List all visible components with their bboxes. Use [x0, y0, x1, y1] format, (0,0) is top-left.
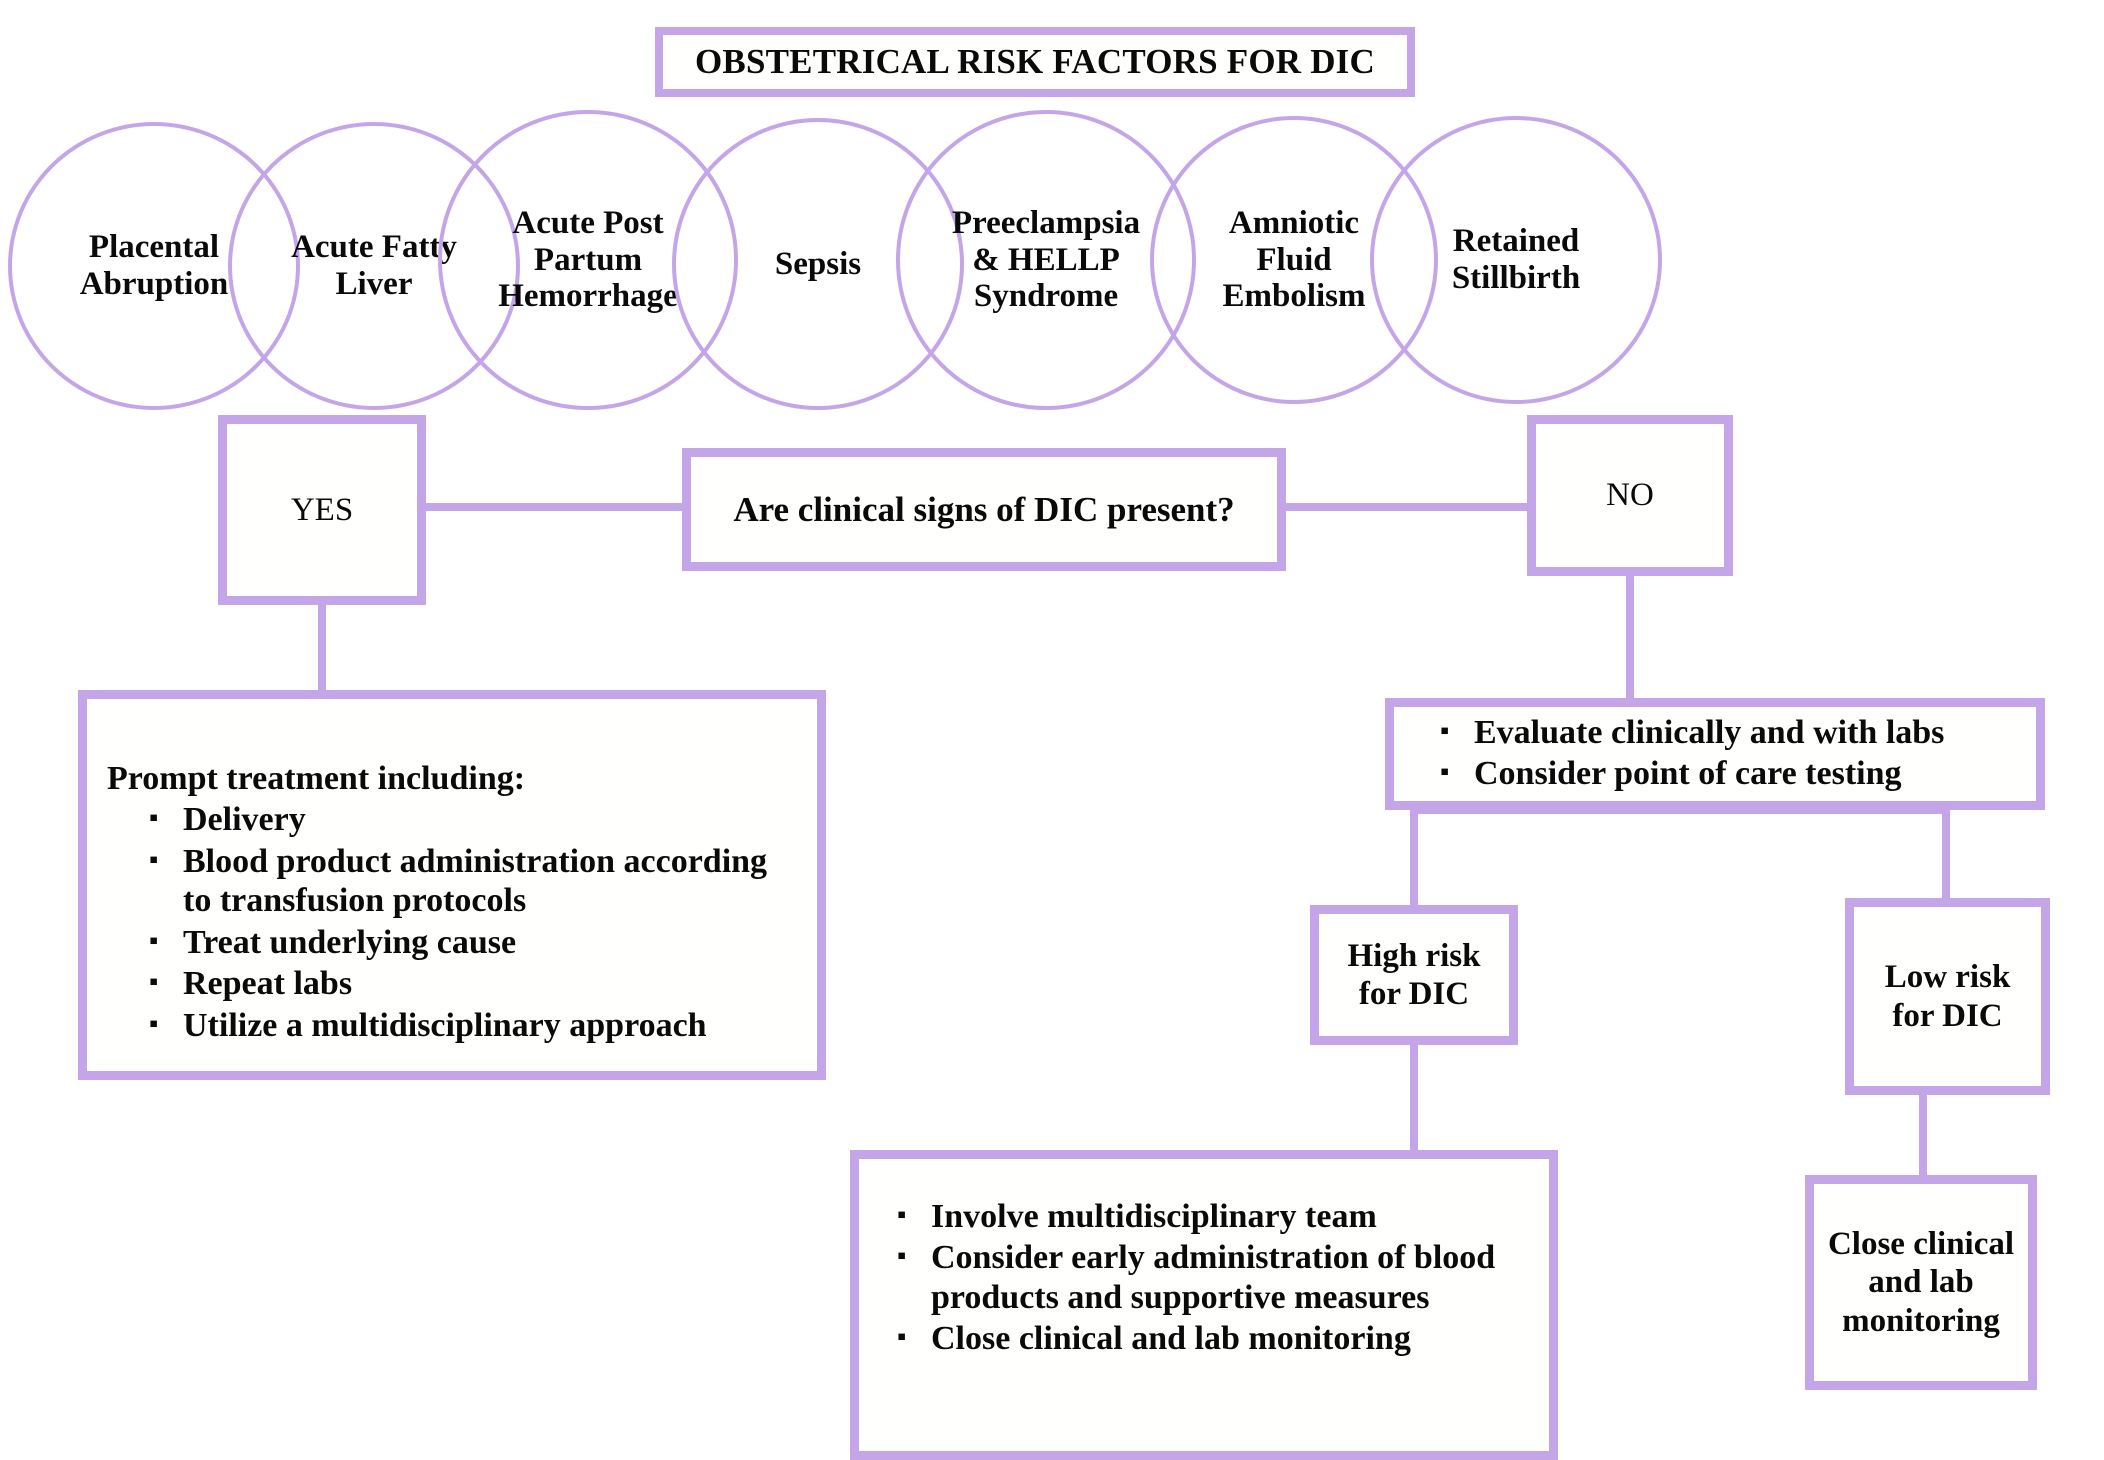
diagram-title-box: OBSTETRICAL RISK FACTORS FOR DIC: [655, 27, 1415, 97]
connector-low-risk-down: [1919, 1090, 1927, 1180]
connector-yes-down: [318, 600, 326, 695]
high-risk-actions-box: ▪ Involve multidisciplinary team ▪ Consi…: [850, 1150, 1558, 1460]
prompt-treatment-box: Prompt treatment including: ▪ Delivery ▪…: [78, 690, 826, 1080]
risk-factor-label: Preeclampsia & HELLP Syndrome: [951, 204, 1141, 315]
high-risk-label: High risk for DIC: [1347, 937, 1481, 1012]
risk-factor-circle-preeclampsia-hellp-syndrome: Preeclampsia & HELLP Syndrome: [896, 110, 1196, 410]
low-risk-label: Low risk for DIC: [1884, 959, 2011, 1034]
bullet-icon: ▪: [149, 925, 159, 955]
bullet-icon: ▪: [149, 803, 159, 833]
bullet-icon: ▪: [897, 1322, 907, 1352]
connector-evaluate-to-high-risk: [1410, 806, 1418, 908]
evaluate-box: ▪ Evaluate clinically and with labs ▪ Co…: [1385, 698, 2045, 810]
prompt-treatment-list: ▪ Delivery ▪ Blood product administratio…: [149, 800, 799, 1045]
risk-factor-label: Acute Post Partum Hemorrhage: [498, 204, 678, 315]
list-item: ▪ Consider point of care testing: [1440, 754, 1944, 793]
connector-question-to-no: [1282, 503, 1532, 511]
close-monitoring-label: Close clinical and lab monitoring: [1827, 1226, 2015, 1339]
bullet-icon: ▪: [897, 1200, 907, 1229]
list-item: ▪ Treat underlying cause: [149, 923, 799, 962]
decision-no-label: NO: [1606, 477, 1654, 513]
risk-factor-label: Sepsis: [774, 245, 862, 282]
connector-evaluate-split-bar: [1410, 806, 1950, 814]
decision-question-box[interactable]: Are clinical signs of DIC present?: [682, 448, 1286, 571]
risk-factor-label: Amniotic Fluid Embolism: [1222, 204, 1366, 315]
list-item: ▪ Involve multidisciplinary team: [897, 1197, 1539, 1236]
risk-factor-label: Retained Stillbirth: [1451, 223, 1581, 296]
high-risk-box: High risk for DIC: [1310, 905, 1518, 1045]
connector-yes-to-question: [420, 503, 688, 511]
high-risk-actions-list: ▪ Involve multidisciplinary team ▪ Consi…: [897, 1197, 1539, 1361]
list-item: ▪ Close clinical and lab monitoring: [897, 1319, 1539, 1358]
list-item: ▪ Utilize a multidisciplinary approach: [149, 1006, 799, 1045]
list-item-label: Utilize a multidisciplinary approach: [183, 1006, 707, 1044]
close-monitoring-box: Close clinical and lab monitoring: [1805, 1175, 2037, 1390]
list-item: ▪ Consider early administration of blood…: [897, 1238, 1539, 1317]
connector-no-down: [1626, 570, 1634, 703]
list-item-label: Consider early administration of blood p…: [931, 1239, 1496, 1316]
decision-question-label: Are clinical signs of DIC present?: [733, 489, 1235, 529]
evaluate-list: ▪ Evaluate clinically and with labs ▪ Co…: [1440, 713, 1944, 796]
list-item-label: Treat underlying cause: [183, 923, 517, 961]
low-risk-box: Low risk for DIC: [1845, 898, 2050, 1095]
list-item: ▪ Evaluate clinically and with labs: [1440, 713, 1944, 752]
list-item: ▪ Repeat labs: [149, 964, 799, 1003]
list-item-label: Repeat labs: [183, 965, 353, 1003]
connector-evaluate-to-low-risk: [1942, 806, 1950, 902]
bullet-icon: ▪: [897, 1241, 907, 1271]
decision-yes-label: YES: [290, 491, 354, 528]
bullet-icon: ▪: [149, 844, 159, 874]
bullet-icon: ▪: [1440, 757, 1450, 786]
list-item: ▪ Blood product administration according…: [149, 842, 799, 921]
prompt-treatment-lead: Prompt treatment including:: [107, 760, 526, 797]
page-title: OBSTETRICAL RISK FACTORS FOR DIC: [695, 42, 1375, 81]
list-item-label: Involve multidisciplinary team: [931, 1198, 1377, 1235]
list-item-label: Close clinical and lab monitoring: [931, 1320, 1411, 1358]
bullet-icon: ▪: [149, 1008, 159, 1038]
bullet-icon: ▪: [149, 967, 159, 997]
risk-factor-label: Acute Fatty Liver: [291, 229, 457, 302]
risk-factor-label: Placental Abruption: [79, 229, 229, 302]
decision-yes-box[interactable]: YES: [218, 415, 426, 605]
bullet-icon: ▪: [1440, 715, 1450, 745]
list-item: ▪ Delivery: [149, 800, 799, 839]
list-item-label: Consider point of care testing: [1474, 755, 1902, 792]
connector-high-risk-down: [1410, 1040, 1418, 1155]
risk-factor-circle-retained-stillbirth: Retained Stillbirth: [1370, 116, 1662, 404]
list-item-label: Blood product administration according t…: [183, 842, 768, 920]
list-item-label: Evaluate clinically and with labs: [1474, 713, 1945, 751]
decision-no-box[interactable]: NO: [1527, 415, 1733, 576]
list-item-label: Delivery: [183, 801, 306, 839]
